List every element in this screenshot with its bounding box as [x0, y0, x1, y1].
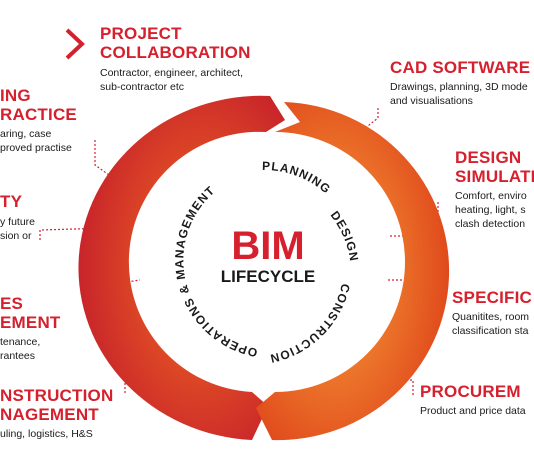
label-title: NSTRUCTION — [0, 386, 114, 405]
label-desc: y future — [0, 216, 36, 228]
center-disc — [162, 155, 374, 367]
label-title: ES — [0, 294, 24, 313]
label-desc: rantees — [0, 350, 36, 362]
center-subtitle: LIFECYCLE — [221, 267, 315, 286]
label-cad-software: CAD SOFTWARE Drawings, planning, 3D mode… — [390, 58, 530, 108]
label-title: ING — [0, 86, 31, 105]
label-desc: Quanitites, room — [452, 311, 530, 323]
label-desc: classification sta — [452, 325, 529, 337]
label-title: DESIGN — [455, 148, 522, 167]
label-title: SIMULATI — [455, 167, 534, 186]
label-construction-management: NSTRUCTION NAGEMENT uling, logistics, H&… — [0, 386, 113, 441]
label-desc: heating, light, s — [455, 204, 526, 216]
label-project-collaboration: PROJECT COLLABORATION Contractor, engine… — [100, 24, 251, 94]
label-title: PROJECT — [100, 24, 182, 43]
label-procurement: PROCUREM Product and price data — [420, 382, 526, 418]
label-desc: Contractor, engineer, architect, — [100, 67, 243, 79]
label-desc: sub-contractor etc — [100, 81, 185, 93]
chevron-icon — [65, 28, 85, 60]
center-title: BIM — [231, 224, 304, 268]
label-desc: aring, case — [0, 128, 52, 140]
label-design-simulation: DESIGN SIMULATI Comfort, enviro heating,… — [455, 148, 534, 231]
label-title: TY — [0, 192, 23, 211]
label-title: COLLABORATION — [100, 43, 251, 62]
label-title: RACTICE — [0, 105, 77, 124]
label-title: PROCUREM — [420, 382, 521, 401]
label-title: CAD SOFTWARE — [390, 58, 531, 77]
label-desc: Drawings, planning, 3D mode — [390, 81, 528, 93]
label-facilities-management: ES EMENT tenance, rantees — [0, 294, 61, 363]
connector-procurement — [360, 379, 414, 395]
label-desc: and visualisations — [390, 95, 473, 107]
ring-left-half — [78, 95, 285, 440]
ring-right-half — [256, 102, 450, 441]
label-title: NAGEMENT — [0, 405, 99, 424]
label-title: SPECIFIC — [452, 288, 533, 307]
label-title: EMENT — [0, 313, 61, 332]
label-desc: tenance, — [0, 336, 41, 348]
label-ing-practice: ING RACTICE aring, case proved practise — [0, 86, 77, 155]
label-ty: TY y future sion or — [0, 192, 35, 243]
label-desc: clash detection — [455, 218, 526, 230]
label-desc: Product and price data — [420, 405, 526, 417]
label-specification: SPECIFIC Quanitites, room classification… — [452, 288, 532, 338]
label-desc: sion or — [0, 230, 32, 242]
label-desc: proved practise — [0, 142, 72, 154]
label-desc: uling, logistics, H&S — [0, 428, 93, 440]
label-desc: Comfort, enviro — [455, 190, 527, 202]
